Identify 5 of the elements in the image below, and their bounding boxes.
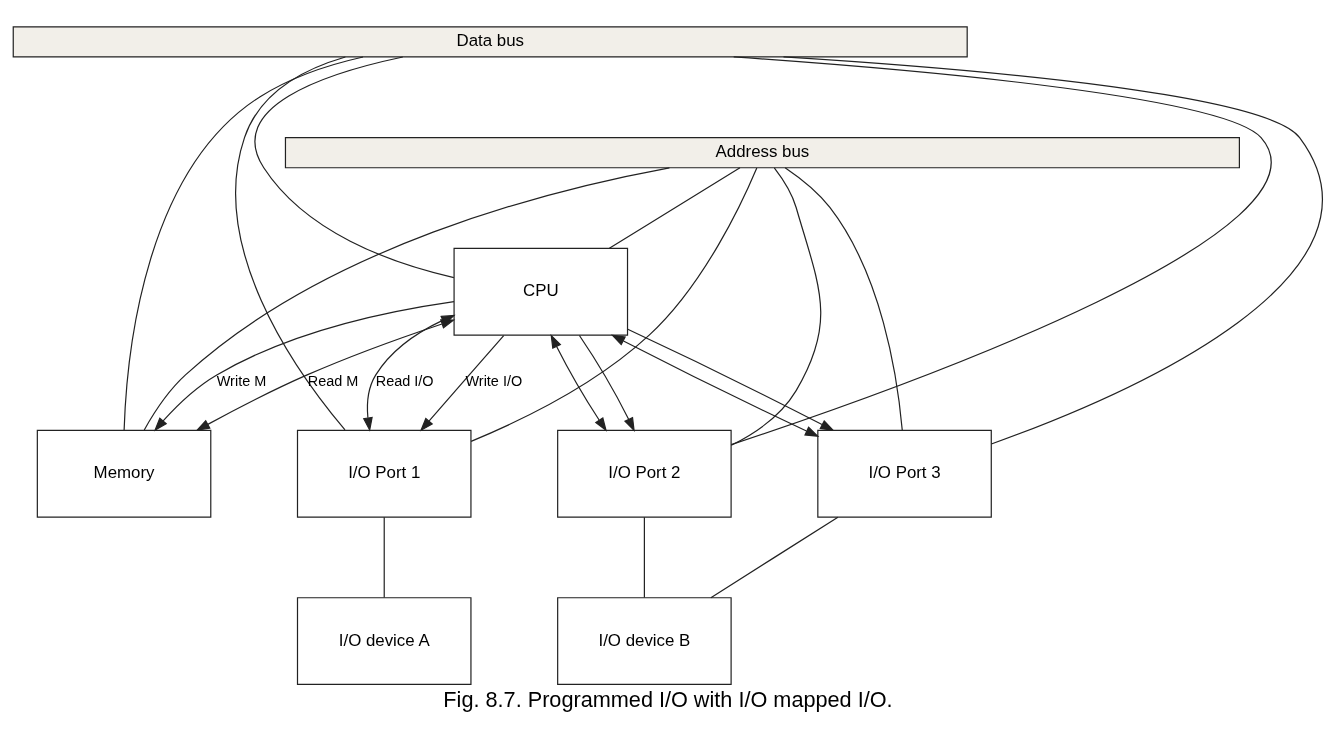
caption: Fig. 8.7. Programmed I/O with I/O mapped I/O. xyxy=(443,686,893,712)
edge-label: Read M xyxy=(307,373,359,390)
edge-label: Write M xyxy=(216,373,267,390)
edge-label: Read I/O xyxy=(375,373,434,390)
edge-label: Write I/O xyxy=(465,373,523,390)
